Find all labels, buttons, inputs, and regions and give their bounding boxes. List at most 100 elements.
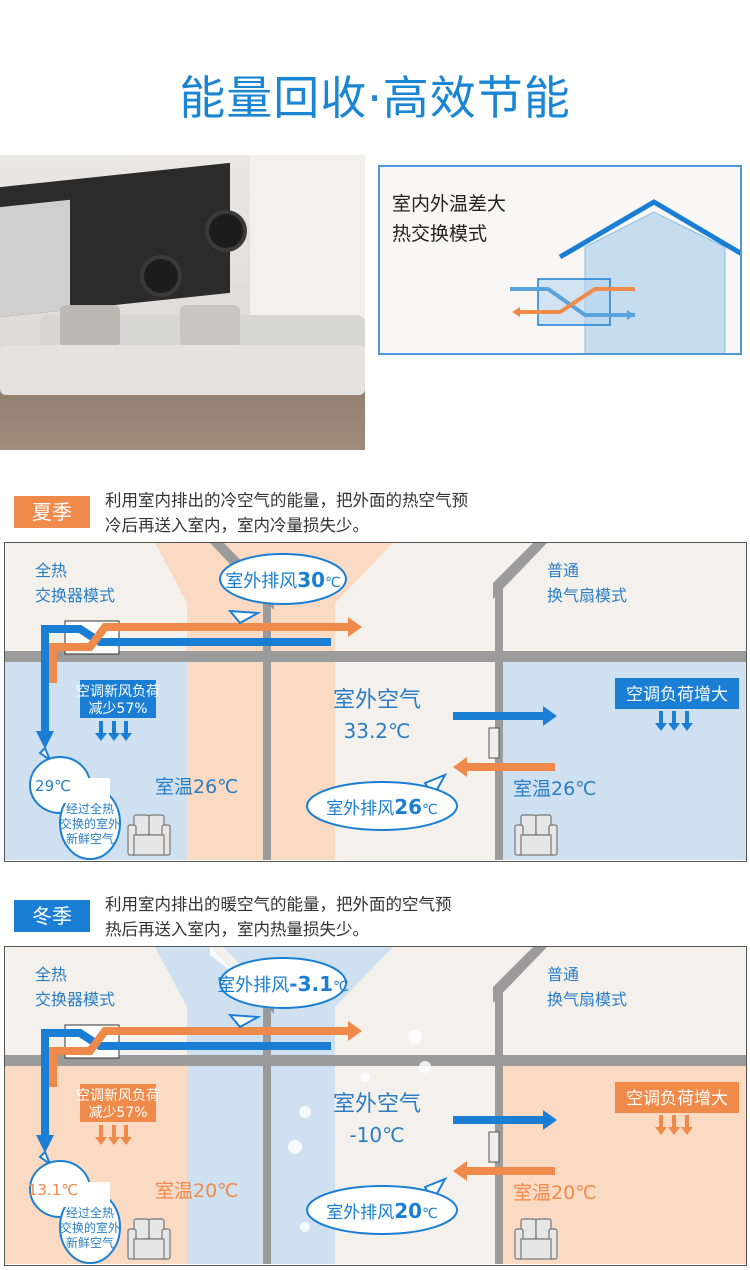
arrow-head xyxy=(36,1135,54,1153)
left-mode-label: 交换器模式 xyxy=(35,990,115,1009)
summer-desc-line-1: 利用室内排出的冷空气的能量，把外面的热空气预 xyxy=(105,491,468,510)
sofa-seat xyxy=(0,345,365,395)
load-reduce-line-2: 减少57% xyxy=(88,701,147,717)
unit-side-panel xyxy=(0,199,70,318)
down-arrow-icon xyxy=(681,1115,693,1135)
room-temp-right: 室温20℃ xyxy=(513,1182,597,1204)
summer-desc-line-2: 冷后再送入室内，室内冷量损失少。 xyxy=(105,516,369,535)
down-arrow-icon xyxy=(120,1125,132,1145)
sofa-icon xyxy=(127,814,171,856)
product-photo xyxy=(0,155,365,450)
left-mode-label: 全热 xyxy=(35,965,67,984)
right-mode-label: 换气扇模式 xyxy=(547,586,627,605)
outdoor-air-label: 室外空气 xyxy=(333,688,421,713)
down-arrow-icon xyxy=(95,721,107,741)
arrow-head xyxy=(348,617,362,637)
load-increase-box xyxy=(615,1082,739,1113)
cloud-text-line: 交换的室外 xyxy=(60,816,120,831)
sofa xyxy=(0,305,365,415)
heat-exchange-diagram: 室内外温差大 热交换模式 xyxy=(378,165,742,355)
load-increase-label: 空调负荷增大 xyxy=(626,685,728,705)
house-icon xyxy=(510,199,740,353)
exhaust-top-text: 室外排风-3.1℃ xyxy=(217,972,348,996)
exhaust-top-text: 室外排风30℃ xyxy=(225,568,341,592)
load-reduce-line-1: 空调新风负荷 xyxy=(76,684,160,700)
left-mode-label: 交换器模式 xyxy=(35,586,115,605)
supply-air-arrow xyxy=(41,625,331,733)
down-arrow-icon xyxy=(681,711,693,731)
load-increase-box xyxy=(615,678,739,709)
winter-desc-line-1: 利用室内排出的暖空气的能量，把外面的空气预 xyxy=(105,895,452,914)
winter-description: 利用室内排出的暖空气的能量，把外面的空气预 热后再送入室内，室内热量损失少。 xyxy=(105,892,452,942)
outdoor-air-temp: -10℃ xyxy=(349,1123,404,1147)
vent-fan-icon xyxy=(488,727,500,759)
diagram-line-2: 热交换模式 xyxy=(392,223,488,245)
summer-panel: 全热 交换器模式 普通 换气扇模式 室外排风30℃ 空调新风负荷 减少57% 室… xyxy=(4,542,747,862)
diagram-line-1: 室内外温差大 xyxy=(392,193,507,215)
arrow-head xyxy=(36,731,54,749)
outdoor-column xyxy=(155,947,393,1264)
vent-fan-icon xyxy=(488,1131,500,1163)
sofa-icon xyxy=(127,1218,171,1260)
winter-desc-line-2: 热后再送入室内，室内热量损失少。 xyxy=(105,920,369,939)
room-temp-right: 室温26℃ xyxy=(513,778,597,800)
cloud-text-line: 新鲜空气 xyxy=(66,1235,114,1250)
exhaust-air-arrow xyxy=(49,1027,350,1087)
speech-bubble-top xyxy=(219,553,347,625)
sofa-icon xyxy=(514,814,558,856)
page-title: 能量回收·高效节能 xyxy=(179,71,571,125)
ventilator-unit xyxy=(0,162,230,318)
arrow-head xyxy=(348,1021,362,1041)
down-arrow-icon xyxy=(668,1115,680,1135)
room-temp-left: 室温20℃ xyxy=(155,1180,239,1202)
cloud-text-line: 新鲜空气 xyxy=(66,831,114,846)
exhaust-air-arrow xyxy=(49,623,350,683)
speech-bubble-bottom xyxy=(306,773,458,831)
load-increase-label: 空调负荷增大 xyxy=(626,1089,728,1109)
cloud-text-line: 经过全热 xyxy=(66,1205,114,1220)
exhaust-bottom-text: 室外排风20℃ xyxy=(326,1199,438,1223)
summer-badge: 夏季 xyxy=(14,496,90,528)
sofa-icon xyxy=(514,1218,558,1260)
down-arrow-icon xyxy=(108,1125,120,1145)
supply-air-arrow xyxy=(41,1029,331,1137)
down-arrow-icon xyxy=(95,1125,107,1145)
load-reduce-line-2: 减少57% xyxy=(88,1105,147,1121)
arrow-head xyxy=(453,757,467,777)
arrow-head xyxy=(543,1110,557,1130)
speech-bubble-bottom xyxy=(306,1177,458,1235)
left-mode-label: 全热 xyxy=(35,561,67,580)
down-arrow-icon xyxy=(668,711,680,731)
load-reduce-line-1: 空调新风负荷 xyxy=(76,1088,160,1104)
load-reduce-box xyxy=(80,680,156,718)
exhaust-bottom-text: 室外排风26℃ xyxy=(326,795,438,819)
cloud-fill xyxy=(55,1182,110,1207)
cloud-fill xyxy=(55,778,110,803)
load-reduce-box xyxy=(80,1084,156,1122)
pillow xyxy=(180,305,240,347)
winter-panel: 全热 交换器模式 普通 换气扇模式 室外排风-3.1℃ 空调新风负荷 减少57%… xyxy=(4,946,747,1266)
outdoor-air-temp: 33.2℃ xyxy=(344,719,411,743)
down-arrow-icon xyxy=(120,721,132,741)
outdoor-air-label: 室外空气 xyxy=(333,1092,421,1117)
right-mode-label: 普通 xyxy=(547,561,579,580)
pillow xyxy=(60,305,120,347)
arrow-head xyxy=(453,1161,467,1181)
right-mode-label: 普通 xyxy=(547,965,579,984)
supply-air-temp: 29℃ xyxy=(35,777,71,795)
supply-air-temp: 13.1℃ xyxy=(28,1181,78,1199)
speech-bubble-top xyxy=(219,957,347,1029)
duct-port xyxy=(205,210,247,252)
down-arrow-icon xyxy=(655,711,667,731)
right-mode-label: 换气扇模式 xyxy=(547,990,627,1009)
down-arrow-icon xyxy=(108,721,120,741)
winter-badge: 冬季 xyxy=(14,900,90,932)
summer-description: 利用室内排出的冷空气的能量，把外面的热空气预 冷后再送入室内，室内冷量损失少。 xyxy=(105,488,468,538)
arrow-head xyxy=(543,706,557,726)
room-temp-left: 室温26℃ xyxy=(155,776,239,798)
duct-port xyxy=(140,255,182,297)
outdoor-column xyxy=(155,543,393,860)
down-arrow-icon xyxy=(655,1115,667,1135)
cloud-text-line: 经过全热 xyxy=(66,801,114,816)
cloud-text-line: 交换的室外 xyxy=(60,1220,120,1235)
